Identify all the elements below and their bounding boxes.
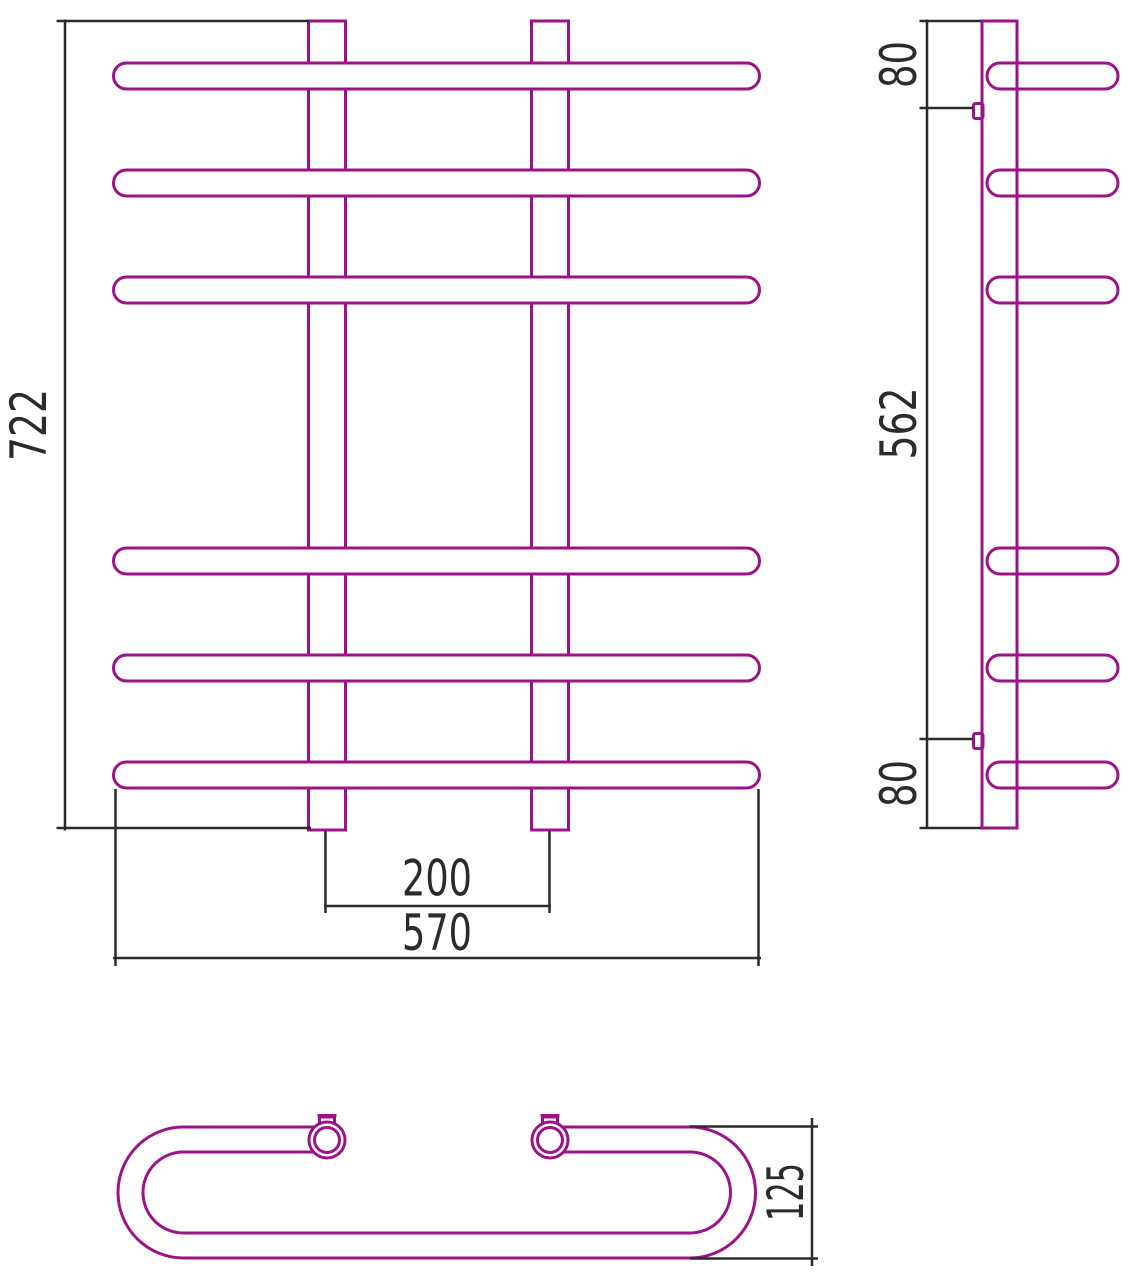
top-post-left-inner: [313, 1126, 341, 1154]
front-dimensions: 722 200 570: [0, 19, 761, 966]
dim-depth-125: 125: [757, 1163, 815, 1221]
dim-height-722: 722: [0, 389, 58, 461]
dim-top-offset-80: 80: [870, 41, 928, 88]
side-dimensions: 80 562 80: [870, 19, 981, 830]
dim-post-spacing-200: 200: [402, 850, 472, 908]
side-view: 80 562 80: [870, 19, 1120, 830]
top-post-right-inner: [536, 1126, 564, 1154]
side-post: [980, 19, 1019, 830]
top-tube-inner: [119, 1128, 754, 1257]
side-bar-6: [985, 760, 1120, 790]
side-bar-1: [985, 61, 1120, 91]
top-tube-outer: [116, 1125, 757, 1260]
top-view: 125: [116, 1114, 818, 1266]
side-bar-2: [985, 168, 1120, 198]
dim-width-570: 570: [402, 904, 472, 962]
front-post-right: [530, 19, 570, 832]
front-bar-5: [112, 653, 761, 683]
front-bar-3: [112, 275, 761, 305]
dim-bracket-spacing-562: 562: [870, 388, 928, 460]
top-dimensions: 125: [690, 1118, 818, 1266]
front-view: 722 200 570: [0, 19, 761, 966]
front-bar-6: [112, 760, 761, 790]
front-post-left: [307, 19, 347, 832]
side-bar-3: [985, 275, 1120, 305]
dim-bottom-offset-80: 80: [870, 760, 928, 807]
side-bar-5: [985, 653, 1120, 683]
front-bar-4: [112, 546, 761, 576]
front-bar-2: [112, 168, 761, 198]
front-bar-1: [112, 61, 761, 91]
side-bar-4: [985, 546, 1120, 576]
